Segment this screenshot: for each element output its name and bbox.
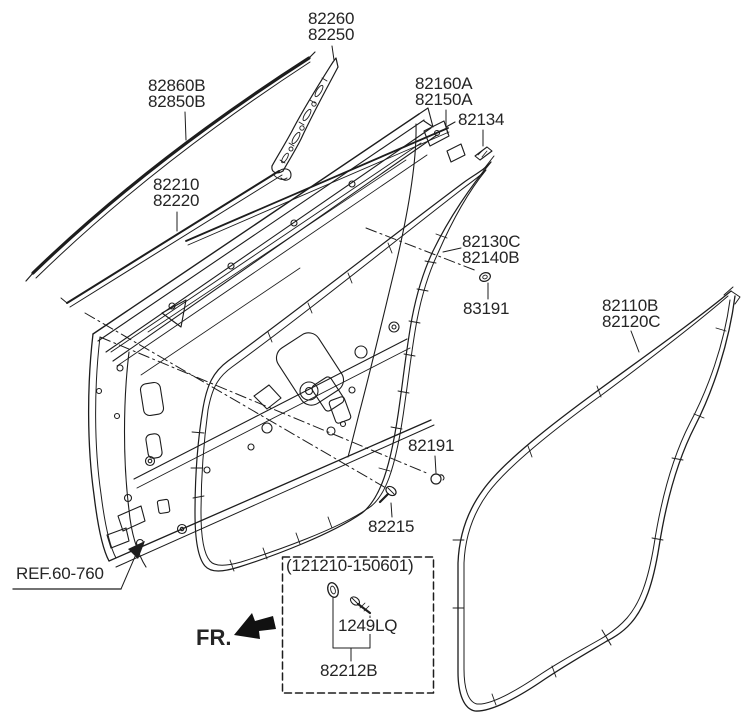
roof-moulding-art	[25, 51, 316, 282]
ref-label: REF.60-760	[16, 564, 104, 583]
part-number: 82110B	[602, 296, 659, 315]
door-panel-art	[87, 107, 466, 568]
sash-tape-art	[271, 57, 339, 180]
part-number: 82260	[308, 9, 355, 28]
callout-82134: 82134	[458, 110, 505, 129]
inset-box	[281, 556, 435, 694]
leader-lines	[176, 45, 640, 518]
fr-label: FR.	[196, 625, 232, 650]
part-number: 82134	[458, 110, 505, 129]
callout-82130c-82140b: 82130C 82140B	[462, 232, 521, 267]
callout-82860b-82850b: 82860B 82850B	[148, 76, 206, 111]
inset-date-range: (121210-150601)	[286, 556, 414, 575]
pad-82134-icon	[474, 146, 493, 161]
inset-fastener-code: 1249LQ	[337, 616, 399, 635]
part-number: 82191	[408, 436, 455, 455]
screw-82215-icon	[378, 485, 397, 504]
screw-1249lq-icon	[349, 596, 372, 615]
part-number: 82120C	[602, 312, 661, 331]
part-number: 82850B	[148, 92, 206, 111]
part-number: 82220	[153, 191, 200, 210]
door-opening-seal-art	[452, 286, 741, 712]
door-weatherstrip-loop-art	[190, 155, 495, 572]
part-number: 82210	[153, 175, 200, 194]
callout-82191: 82191	[408, 436, 455, 455]
fr-arrow-icon	[234, 613, 276, 639]
callout-82110b-82120c: 82110B 82120C	[602, 296, 661, 331]
dash-dot-lines	[84, 227, 478, 489]
callout-82260-82250: 82260 82250	[308, 9, 355, 44]
part-number: 82215	[368, 517, 415, 536]
belt-weatherstrip-art	[60, 168, 292, 308]
grommet-83191-icon	[479, 272, 491, 282]
part-number: 83191	[463, 299, 510, 318]
ref-arrow	[12, 541, 145, 590]
part-number: 82160A	[415, 74, 473, 93]
part-number: 82150A	[415, 90, 473, 109]
clip-82191-icon	[430, 473, 445, 485]
callout-83191: 83191	[463, 299, 510, 318]
callout-82160a-82150a: 82160A 82150A	[415, 74, 473, 109]
callout-82210-82220: 82210 82220	[153, 175, 200, 210]
part-number: 82130C	[462, 232, 521, 251]
grommet-1249-icon	[327, 582, 339, 598]
inset-part-number: 82212B	[320, 661, 378, 680]
part-number: 82140B	[462, 248, 520, 267]
part-number: 82250	[308, 25, 355, 44]
part-number: 82860B	[148, 76, 206, 95]
callout-82215: 82215	[368, 517, 415, 536]
